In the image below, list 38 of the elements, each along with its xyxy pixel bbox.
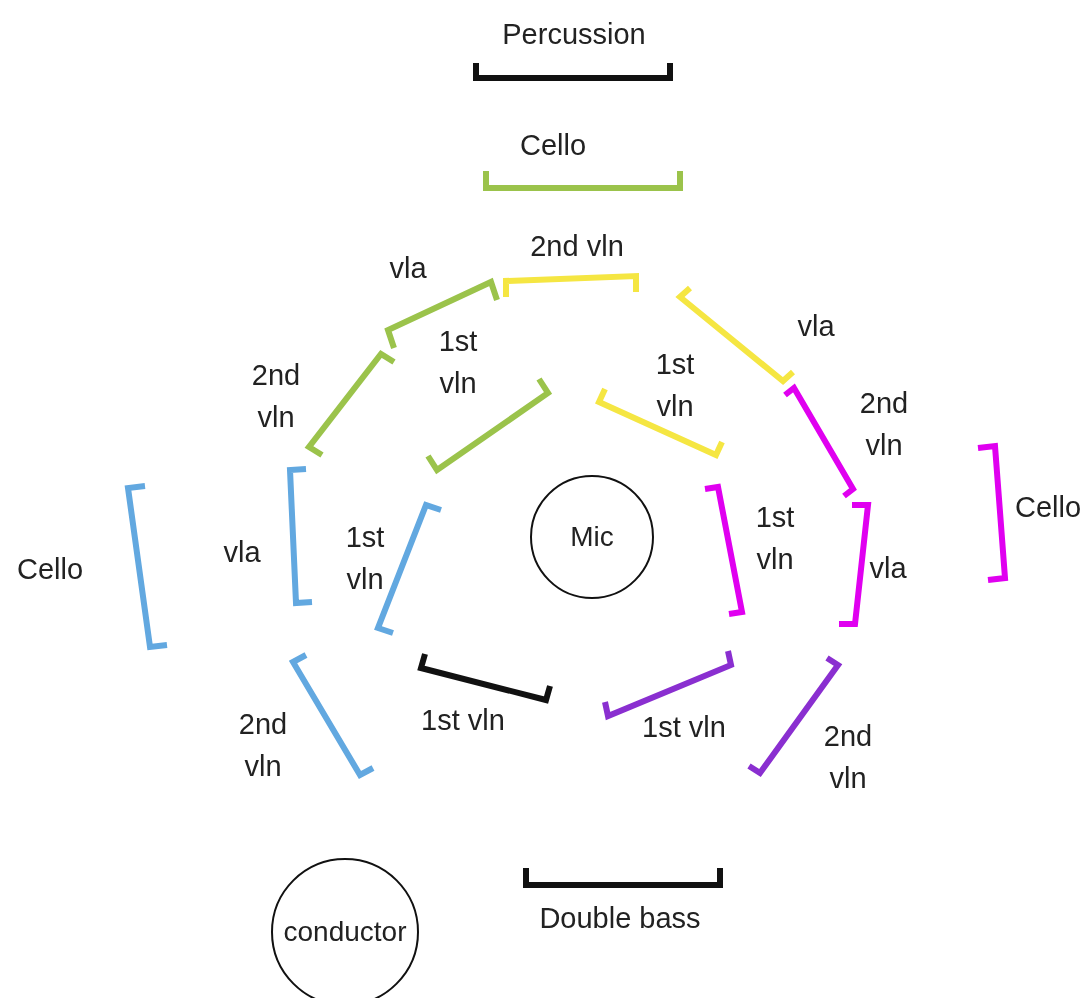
section-label: 2nd vln: [822, 719, 874, 796]
section-label: 2nd vln: [250, 358, 302, 435]
section-label: Double bass: [539, 901, 701, 936]
section-label: vla: [869, 551, 907, 586]
section-bracket: [595, 387, 725, 459]
section-label: Cello: [16, 552, 84, 587]
section-label: 1st vln: [344, 520, 386, 597]
section-label: Cello: [1014, 490, 1082, 525]
section-label: vla: [389, 251, 427, 286]
section-bracket: [384, 277, 500, 349]
circle-label: Mic: [570, 521, 614, 553]
section-label: 1st vln: [421, 703, 505, 738]
section-label: 1st vln: [654, 347, 696, 424]
section-bracket: [473, 63, 673, 81]
section-bracket: [288, 652, 375, 779]
section-label: vla: [797, 309, 835, 344]
section-bracket: [304, 350, 396, 458]
section-bracket: [483, 171, 683, 191]
section-label: 2nd vln: [237, 707, 289, 784]
section-bracket: [523, 868, 723, 888]
circle-label: conductor: [283, 916, 407, 948]
section-bracket: [124, 483, 168, 651]
section-label: vla: [223, 535, 261, 570]
position-circle: [530, 475, 654, 599]
position-circle: [271, 858, 419, 998]
section-bracket: [977, 442, 1009, 583]
section-bracket: [417, 653, 553, 704]
section-bracket: [503, 272, 639, 297]
section-label: 2nd vln: [858, 386, 910, 463]
section-bracket: [783, 383, 857, 499]
section-label: 1st vln: [642, 710, 726, 745]
section-label: Percussion: [502, 17, 646, 52]
section-label: Cello: [519, 128, 587, 163]
section-bracket: [286, 466, 313, 607]
section-bracket: [704, 483, 746, 617]
section-label: 2nd vln: [530, 229, 624, 264]
section-label: 1st vln: [437, 324, 479, 401]
section-label: 1st vln: [754, 500, 796, 577]
